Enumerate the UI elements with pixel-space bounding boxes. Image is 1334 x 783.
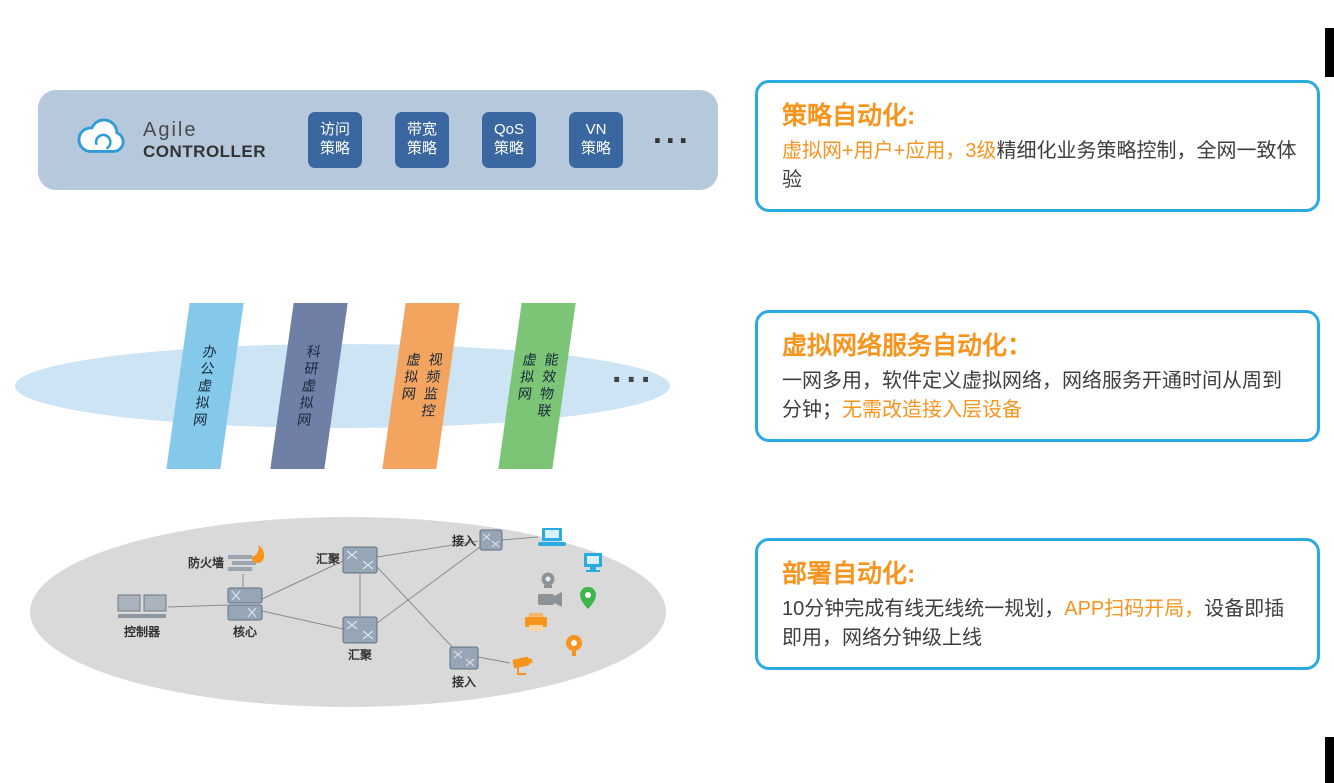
printer-icon [525, 613, 547, 631]
policy-label: 策略 [319, 140, 350, 157]
policy-box-access: 访问 策略 [308, 112, 362, 168]
aggregation-switch-icon [342, 546, 378, 574]
aggregation-switch-icon [342, 616, 378, 644]
logo-line-controller: CONTROLLER [143, 141, 267, 161]
webcam-icon [541, 572, 555, 588]
policy-box-bandwidth: 带宽 策略 [395, 112, 449, 168]
location-pin-icon [580, 587, 596, 609]
ellipsis-more: ... [653, 113, 692, 150]
physical-network-topology: 控制器 防火墙 核心 汇聚 汇聚 接入 接入 [30, 517, 666, 707]
topology-links [167, 536, 539, 664]
plane-label: 办公虚拟网 [189, 344, 221, 429]
topology-node-label: 汇聚 [316, 552, 341, 566]
callout-text-segment: 虚拟网+用户+应用，3级 [782, 140, 997, 162]
controller-icon [117, 594, 167, 618]
policy-box-group: 访问 策略 带宽 策略 QoS 策略 VN 策略 [308, 112, 623, 168]
callout-text-segment: 10分钟完成有线无线统一规划， [782, 598, 1065, 620]
policy-label: VN [585, 121, 607, 139]
callout-text-segment: APP扫码开局， [1064, 598, 1205, 620]
camcorder-icon [538, 592, 562, 607]
firewall-icon [228, 545, 265, 571]
agile-controller-logo: Agile CONTROLLER [73, 116, 308, 165]
core-switch-icon [227, 587, 263, 621]
callout-policy-automation: 策略自动化: 虚拟网+用户+应用，3级精细化业务策略控制，全网一致体验 [755, 80, 1320, 212]
topology-node-label: 防火墙 [188, 555, 224, 570]
wireless-ap-icon [566, 635, 582, 656]
agile-controller-wordmark: Agile CONTROLLER [143, 119, 266, 162]
policy-label: QoS [493, 121, 524, 139]
plane-label-column: 办公虚拟网 [191, 343, 219, 429]
callout-body: 一网多用，软件定义虚拟网络，网络服务开通时间从周到分钟；无需改造接入层设备 [782, 367, 1297, 425]
callout-title: 部署自动化: [782, 560, 916, 588]
access-switch-icon [479, 529, 503, 551]
topology-node-label: 核心 [233, 624, 257, 639]
screen-edge-artifact [1325, 28, 1334, 77]
callout-text-segment: 一网多用，软件定义虚拟网络，网络服务开通时间从周到分钟； [782, 370, 1282, 421]
cctv-camera-icon [512, 656, 533, 675]
access-switch-icon [449, 646, 479, 670]
callout-virtual-network-automation: 虚拟网络服务自动化： 一网多用，软件定义虚拟网络，网络服务开通时间从周到分钟；无… [755, 310, 1320, 442]
plane-label: 视频监控 虚拟网 [395, 352, 447, 420]
callout-body: 10分钟完成有线无线统一规划，APP扫码开局，设备即插即用，网络分钟级上线 [782, 595, 1297, 653]
policy-label: 策略 [580, 140, 611, 157]
topology-node-label: 接入 [452, 533, 476, 548]
ellipsis-more: ... [612, 352, 656, 390]
physical-network-ellipse [30, 517, 666, 707]
screen-edge-artifact [1325, 737, 1334, 783]
laptop-icon [538, 528, 566, 546]
callout-text-segment: 设备即插即用，网络分钟级上线 [782, 598, 1285, 649]
virtual-network-ellipse [15, 344, 670, 428]
policy-box-vn: VN 策略 [569, 112, 623, 168]
plane-label-column: 科研虚拟网 [295, 343, 323, 429]
policy-label: 带宽 [406, 121, 437, 139]
logo-line-agile: Agile [143, 118, 198, 141]
callout-body: 虚拟网+用户+应用，3级精细化业务策略控制，全网一致体验 [782, 137, 1297, 195]
callout-title: 策略自动化: [782, 102, 916, 130]
topology-node-label: 控制器 [124, 624, 161, 639]
policy-label: 策略 [406, 140, 437, 157]
policy-box-qos: QoS 策略 [482, 112, 536, 168]
plane-label: 科研虚拟网 [293, 344, 325, 429]
cloud-icon [73, 116, 131, 165]
callout-text-segment: 无需改造接入层设备 [842, 399, 1022, 421]
callout-title: 虚拟网络服务自动化： [782, 332, 1033, 360]
callout-deployment-automation: 部署自动化: 10分钟完成有线无线统一规划，APP扫码开局，设备即插即用，网络分… [755, 538, 1320, 670]
agile-controller-bar: Agile CONTROLLER 访问 策略 带宽 策略 QoS 策略 VN 策… [38, 90, 718, 190]
topology-node-label: 汇聚 [348, 648, 373, 662]
topology-node-label: 接入 [452, 674, 476, 689]
callout-text-segment: 精细化业务策略控制，全网一致体验 [782, 140, 1297, 191]
plane-label: 能效物联 虚拟网 [511, 352, 563, 420]
monitor-icon [584, 553, 602, 572]
policy-label: 策略 [493, 140, 524, 157]
policy-label: 访问 [319, 121, 350, 139]
